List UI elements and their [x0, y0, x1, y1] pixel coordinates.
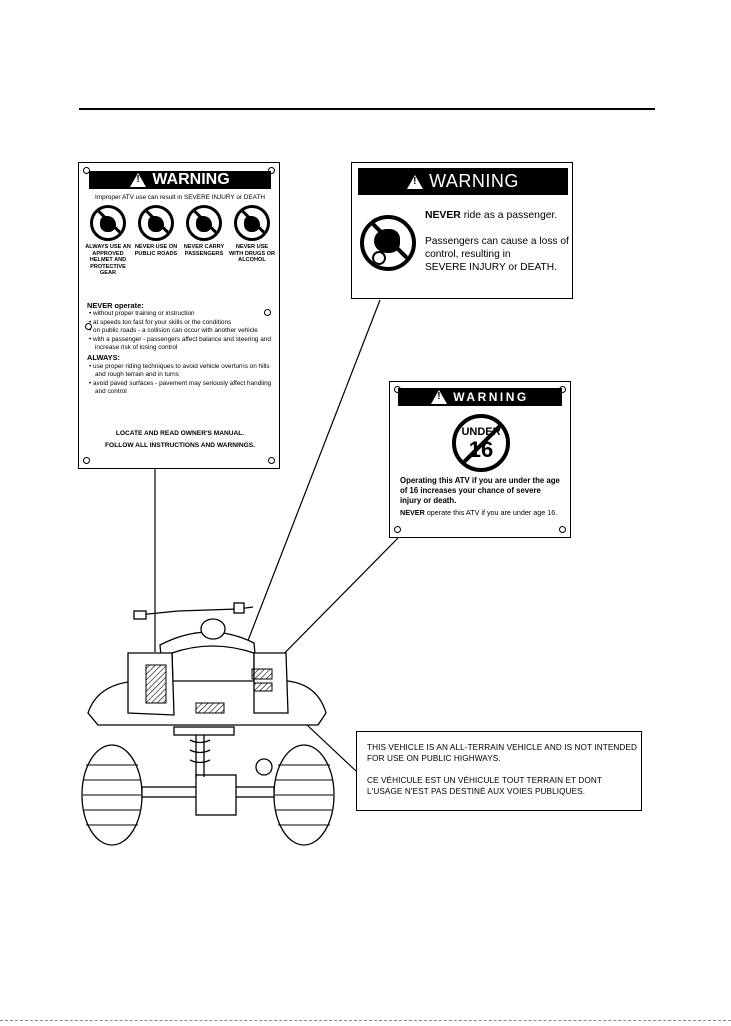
icon-item: ALWAYS USE AN APPROVED HELMET AND PROTEC…	[85, 205, 131, 277]
rule-item: • avoid paved surfaces - pavement may se…	[89, 379, 272, 396]
always-heading: ALWAYS:	[87, 353, 120, 363]
icon-item: NEVER CARRY PASSENGERS	[181, 205, 227, 277]
no-alcohol-icon	[234, 205, 270, 241]
rule-item: • with a passenger - passengers affect b…	[89, 335, 271, 352]
icon-caption: ALWAYS USE AN APPROVED HELMET AND PROTEC…	[85, 244, 131, 277]
badge-number: 16	[468, 437, 494, 462]
passenger-warning-label: WARNING NEVER ride as a passenger. Passe…	[351, 162, 573, 299]
warning-banner: WARNING	[89, 171, 271, 189]
warning-title: WARNING	[429, 171, 519, 191]
rule-text: ride as a passenger.	[460, 210, 558, 221]
page-edge-line	[0, 1020, 731, 1021]
warning-banner: WARNING	[358, 168, 568, 195]
icon-caption: NEVER CARRY PASSENGERS	[183, 244, 225, 257]
mount-hole	[394, 526, 401, 533]
consequence-text: Passengers can cause a loss of control, …	[425, 236, 569, 260]
mount-hole	[559, 526, 566, 533]
consequence-text: SEVERE INJURY or DEATH.	[425, 262, 557, 273]
operation-rules: NEVER operate: • without proper training…	[87, 300, 273, 396]
warning-triangle-icon	[130, 173, 147, 187]
passenger-rule: NEVER ride as a passenger.	[425, 210, 570, 221]
emphasis-text: NEVER	[400, 508, 425, 517]
french-notice: CE VÉHICULE EST UN VÉHICULE TOUT TERRAIN…	[367, 776, 602, 796]
warning-title: WARNING	[152, 171, 230, 188]
atv-rear-illustration	[81, 602, 335, 846]
no-road-icon	[138, 205, 174, 241]
no-passenger-icon	[186, 205, 222, 241]
header-rule	[79, 108, 655, 110]
mount-hole	[83, 457, 90, 464]
warning-triangle-icon	[407, 174, 424, 189]
rule-item: • without proper training or instruction	[89, 310, 195, 318]
never-heading: NEVER operate:	[87, 301, 144, 310]
icon-caption: NEVER USE WITH DRUGS OR ALCOHOL	[229, 244, 275, 264]
passenger-consequence: Passengers can cause a loss of control, …	[425, 235, 570, 274]
icon-item: NEVER USE WITH DRUGS OR ALCOHOL	[229, 205, 275, 277]
intro-text: Improper ATV use can result in SEVERE IN…	[94, 194, 265, 201]
warning-banner: WARNING	[398, 388, 562, 406]
rule-item: • use proper riding techniques to avoid …	[89, 362, 270, 379]
emphasis-text: NEVER	[425, 210, 461, 221]
road-use-label: THIS VEHICLE IS AN ALL-TERRAIN VEHICLE A…	[356, 731, 642, 811]
english-notice: THIS VEHICLE IS AN ALL-TERRAIN VEHICLE A…	[367, 743, 637, 763]
helmet-rider-icon	[90, 205, 126, 241]
mount-hole	[268, 167, 275, 174]
main-warning-label: WARNING Improper ATV use can result in S…	[78, 162, 280, 469]
footer-line: LOCATE AND READ OWNER'S MANUAL.	[115, 430, 245, 437]
age-warning-label: WARNING UNDER 16 Operating this ATV if y…	[389, 381, 571, 538]
mount-hole	[268, 457, 275, 464]
label-footer: LOCATE AND READ OWNER'S MANUAL. FOLLOW A…	[85, 428, 275, 452]
no-passenger-icon	[360, 215, 416, 271]
footer-line: FOLLOW ALL INSTRUCTIONS AND WARNINGS.	[105, 442, 255, 449]
rule-text: operate this ATV if you are under age 16…	[424, 508, 558, 517]
age-rule: NEVER operate this ATV if you are under …	[400, 508, 564, 517]
icon-item: NEVER USE ON PUBLIC ROADS	[133, 205, 179, 277]
rule-item: • on public roads - a collision can occu…	[89, 327, 258, 335]
under-16-prohibition-icon: UNDER 16	[452, 414, 510, 472]
age-risk-text: Operating this ATV if you are under the …	[400, 476, 560, 505]
warning-title: WARNING	[453, 390, 529, 404]
icon-row: ALWAYS USE AN APPROVED HELMET AND PROTEC…	[85, 205, 275, 277]
rule-item: • at speeds too fast for your skills or …	[89, 318, 232, 326]
warning-triangle-icon	[431, 390, 448, 404]
mount-hole	[85, 323, 92, 330]
icon-caption: NEVER USE ON PUBLIC ROADS	[134, 244, 178, 257]
mount-hole	[83, 167, 90, 174]
